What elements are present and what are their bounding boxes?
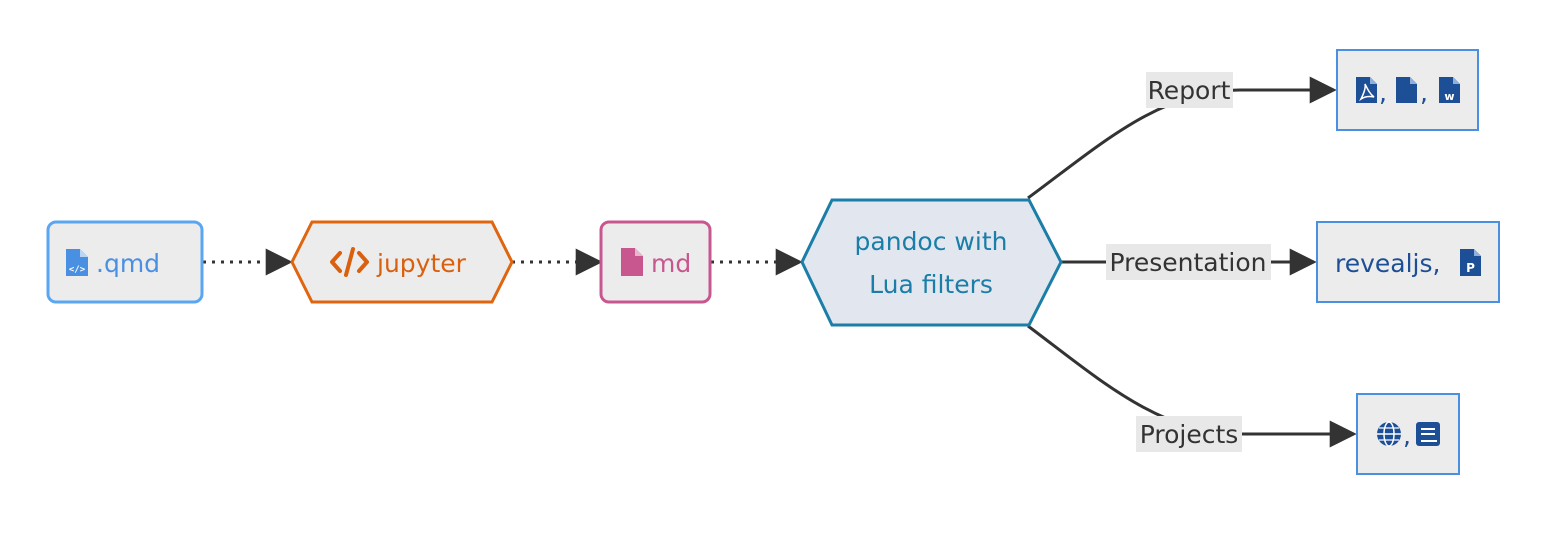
qmd-node: </> .qmd [46, 220, 204, 304]
file-word-icon: w [1439, 77, 1460, 103]
jupyter-node: jupyter [290, 220, 514, 304]
file-powerpoint-icon: P [1460, 249, 1481, 276]
edge-label-presentation-text: Presentation [1109, 248, 1266, 277]
report-sep-1: , [1379, 78, 1387, 107]
svg-text:w: w [1444, 90, 1454, 103]
file-code-icon: </> [66, 249, 88, 276]
report-sep-2: , [1420, 78, 1428, 107]
pandoc-label-line2: Lua filters [869, 270, 993, 299]
edge-label-presentation: Presentation [1106, 244, 1271, 280]
jupyter-label: jupyter [376, 249, 467, 278]
projects-sep: , [1403, 421, 1411, 450]
md-node: md [599, 220, 712, 304]
projects-node: , [1356, 393, 1460, 475]
qmd-label: .qmd [96, 249, 160, 278]
book-icon [1416, 422, 1440, 446]
file-icon [1396, 77, 1417, 103]
edge-label-projects-text: Projects [1140, 420, 1239, 449]
md-label: md [651, 249, 691, 278]
pandoc-label-line1: pandoc with [855, 227, 1008, 256]
edge-label-report: Report [1146, 72, 1233, 108]
presentation-label: revealjs, [1335, 249, 1440, 278]
svg-text:P: P [1466, 261, 1475, 275]
file-pdf-icon [1356, 77, 1377, 103]
report-node: , , w [1336, 49, 1479, 131]
edge-label-projects: Projects [1136, 416, 1242, 452]
file-icon [621, 248, 643, 276]
svg-text:</>: </> [69, 265, 86, 275]
presentation-node: revealjs, P [1316, 221, 1500, 303]
globe-icon [1377, 421, 1401, 447]
code-icon [330, 247, 369, 277]
edge-label-report-text: Report [1148, 76, 1231, 105]
pandoc-node: pandoc with Lua filters [800, 198, 1063, 327]
